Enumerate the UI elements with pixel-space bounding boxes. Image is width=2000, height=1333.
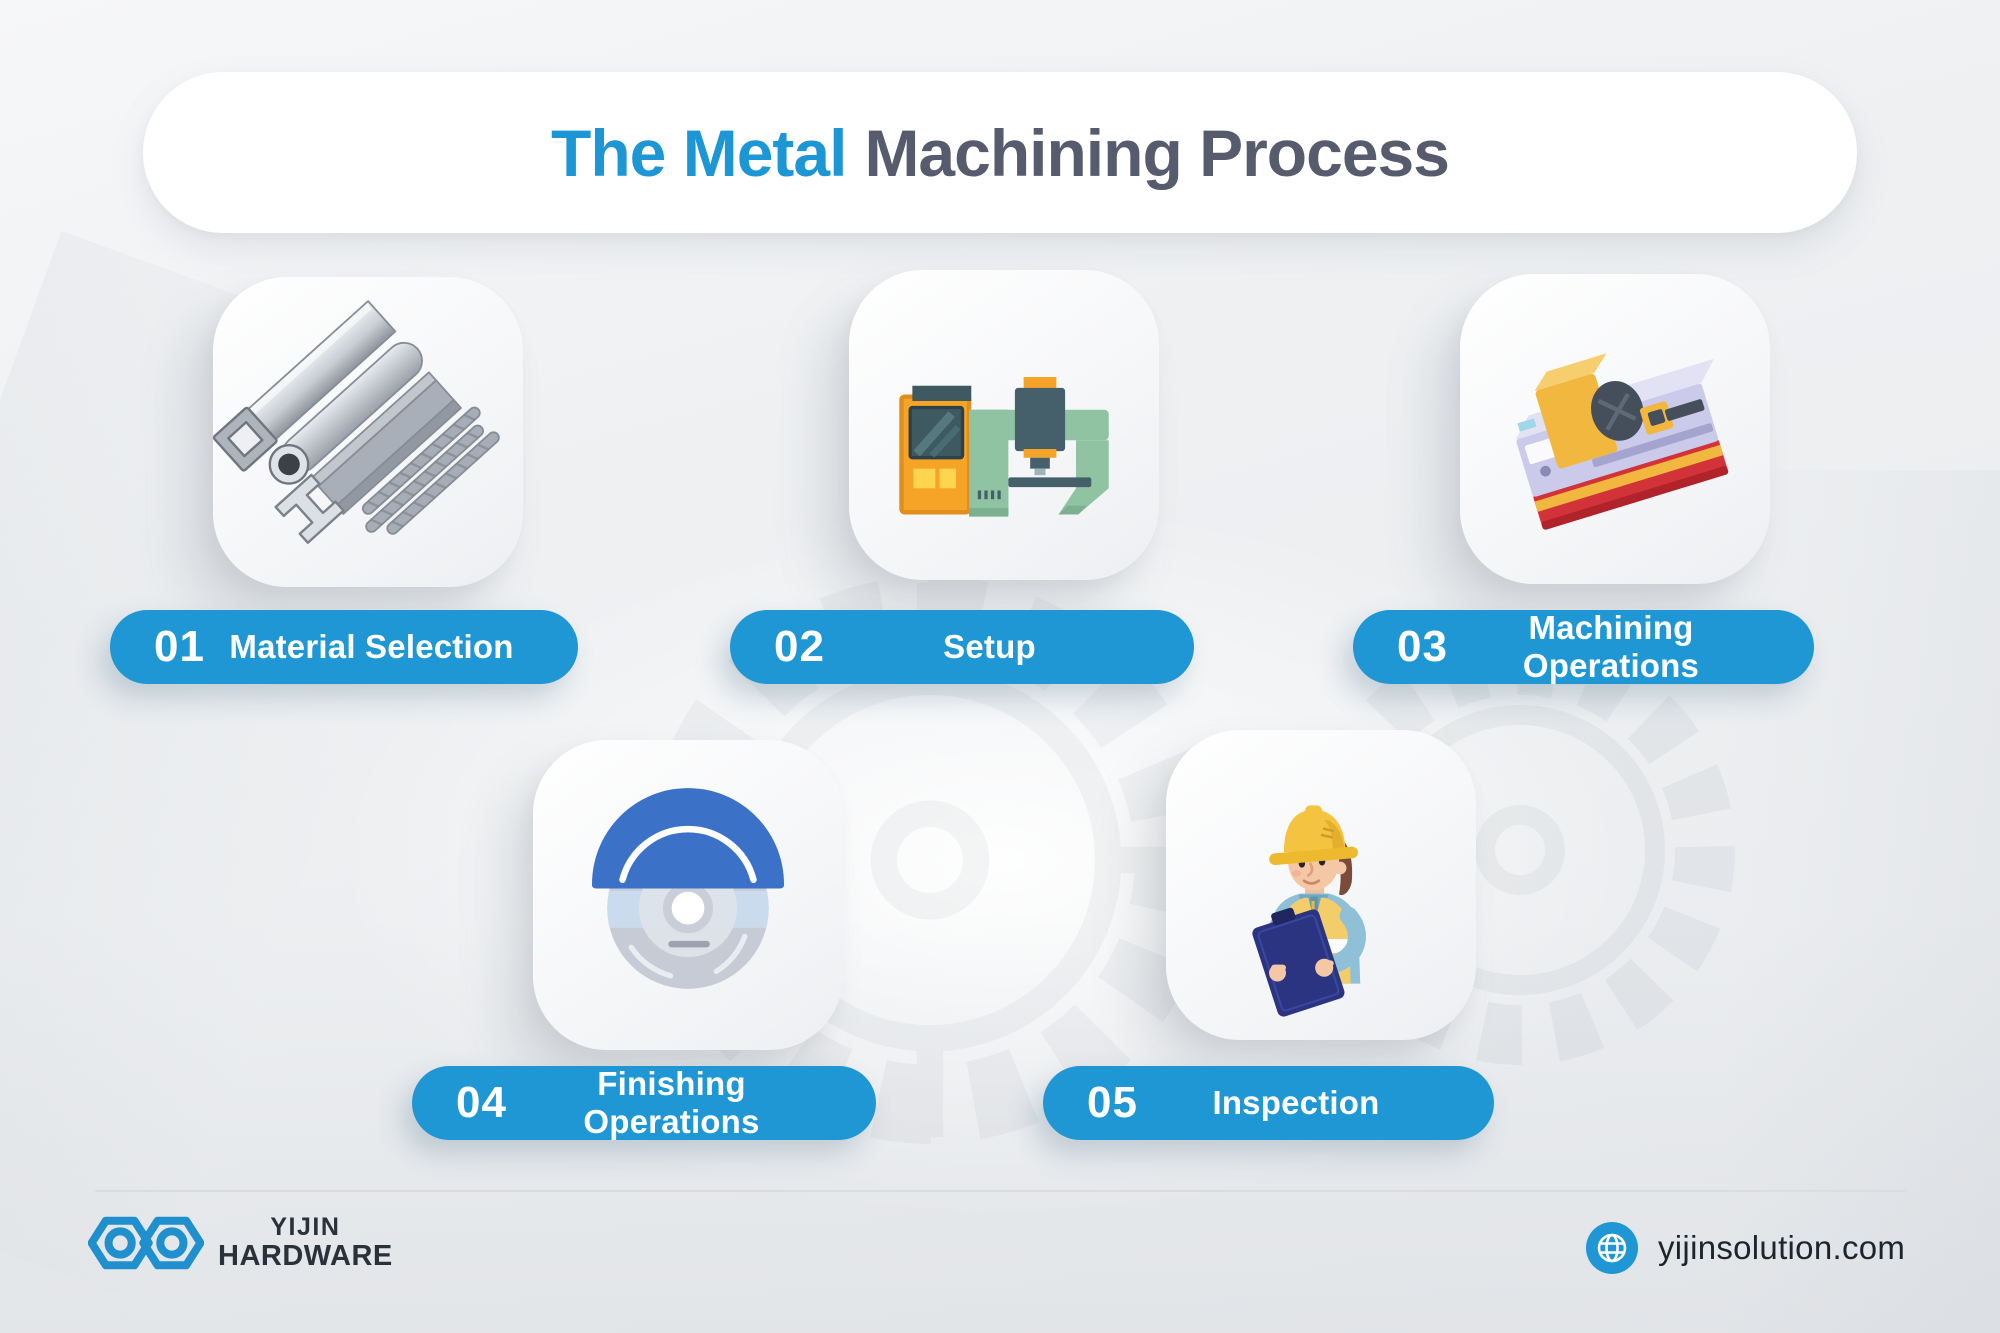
step-number: 01 <box>154 622 205 671</box>
step-label: Machining Operations <box>1522 609 1700 684</box>
website-url: yijinsolution.com <box>1658 1229 1906 1266</box>
step-label: Setup <box>943 628 1036 665</box>
brand-name: YIJIN HARDWARE <box>218 1213 393 1274</box>
step-pill-inspection: 05 Inspection <box>1043 1066 1494 1140</box>
step-number: 05 <box>1087 1078 1138 1127</box>
step-card-setup <box>849 270 1159 580</box>
step-number: 04 <box>456 1078 507 1127</box>
brand-logo-group: YIJIN HARDWARE <box>88 1210 393 1276</box>
page-title-highlight: The Metal <box>551 115 847 190</box>
grinding-wheel-icon <box>592 788 784 989</box>
step-card-material-selection <box>212 277 523 587</box>
step-pill-machining-operations: 03 Machining Operations <box>1353 609 1814 684</box>
step-label: Inspection <box>1212 1084 1380 1121</box>
inspector-worker-icon <box>1252 805 1366 1017</box>
step-card-inspection <box>1166 730 1476 1040</box>
step-pill-finishing-operations: 04 Finishing Operations <box>412 1065 876 1140</box>
step-card-finishing-operations <box>533 740 843 1050</box>
step-label: Finishing Operations <box>583 1065 760 1140</box>
step-pill-material-selection: 01 Material Selection <box>110 610 578 684</box>
website-group: yijinsolution.com <box>1586 1222 1905 1274</box>
page-title-rest: Machining Process <box>864 115 1450 190</box>
lathe-machine-icon <box>1515 353 1729 530</box>
step-number: 02 <box>774 622 825 671</box>
brand-name-top: YIJIN <box>270 1212 341 1241</box>
metal-profiles-icon <box>212 300 500 544</box>
globe-icon <box>1586 1222 1638 1274</box>
step-number: 03 <box>1397 622 1448 671</box>
step-card-machining-operations <box>1460 274 1770 584</box>
step-pill-setup: 02 Setup <box>730 610 1194 684</box>
brand-name-bottom: HARDWARE <box>218 1240 393 1273</box>
yijin-hardware-logo-icon <box>88 1216 204 1270</box>
step-label: Material Selection <box>229 628 514 665</box>
footer-divider <box>95 1190 1905 1192</box>
milling-machine-icon <box>899 377 1109 517</box>
